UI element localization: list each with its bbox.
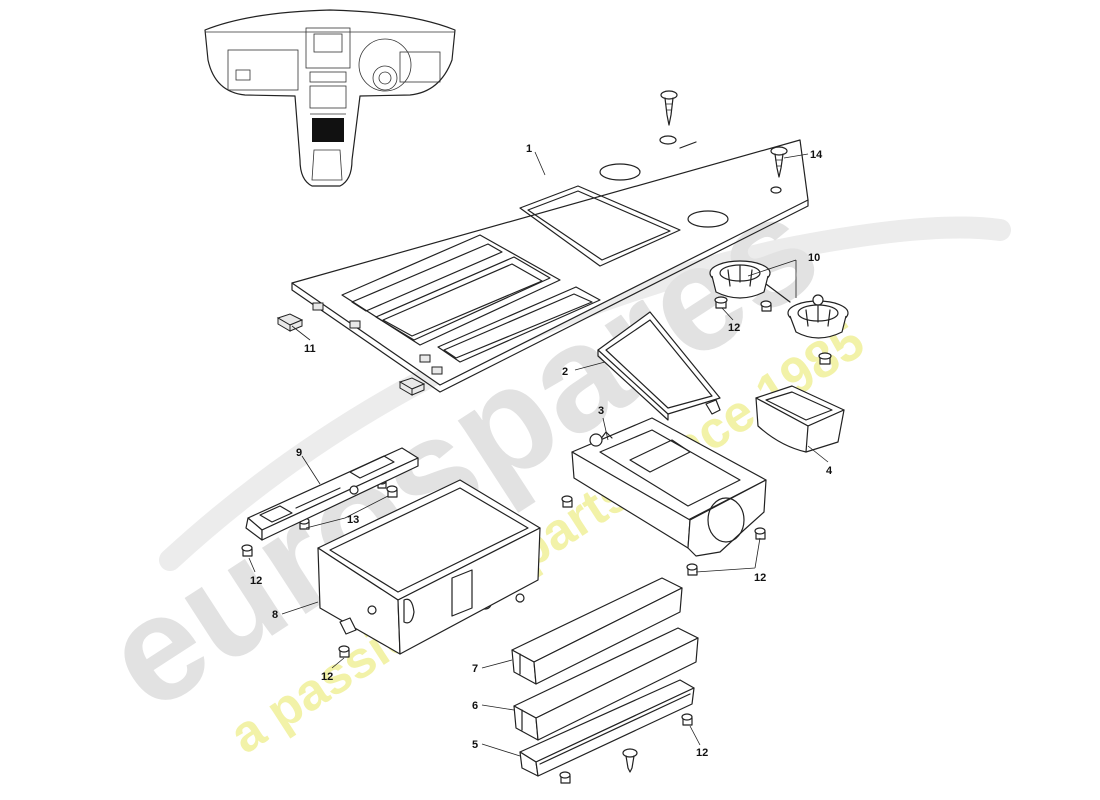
part-1-top-panel	[291, 135, 809, 393]
screw-icon	[622, 748, 638, 773]
clip-icon	[338, 645, 350, 658]
part-10-cup-holders	[709, 260, 849, 339]
callout-6: 6	[472, 700, 478, 712]
callout-5: 5	[472, 739, 478, 751]
locator-highlight	[312, 118, 344, 142]
callout-labels: 1 2 3 4 5 6 7 8 9 10 11 12 12 12 12 12 1…	[250, 143, 833, 759]
dashboard-locator-icon	[204, 9, 456, 187]
clip-icon	[686, 563, 698, 576]
callout-3: 3	[598, 405, 604, 417]
part-7-rail	[511, 577, 683, 685]
part-2-tray	[597, 311, 721, 421]
part-9-trim-bar	[245, 447, 419, 541]
clip-icon	[386, 485, 398, 498]
clip-icon	[760, 300, 772, 312]
callout-12-bin: 12	[321, 671, 333, 683]
callout-9: 9	[296, 447, 302, 459]
screw-icon	[770, 146, 788, 178]
callout-7: 7	[472, 663, 478, 675]
part-4-pocket	[755, 385, 845, 453]
callout-13: 13	[347, 514, 359, 526]
callout-8: 8	[272, 609, 278, 621]
callout-12-rail: 12	[696, 747, 708, 759]
part-8-storage-bin	[317, 479, 541, 655]
leader-lines	[248, 151, 829, 757]
part-5-rail	[519, 679, 695, 777]
callout-4: 4	[826, 465, 833, 477]
callout-12-housing: 12	[754, 572, 766, 584]
callout-12-trim: 12	[250, 575, 262, 587]
clip-icon	[754, 527, 766, 540]
screw-icon	[660, 90, 678, 126]
part-6-rail	[513, 627, 699, 741]
clip-icon	[561, 495, 573, 508]
watermark-swoosh	[159, 216, 1011, 571]
part-11-pads	[276, 313, 426, 396]
callout-10: 10	[808, 252, 820, 264]
callout-11: 11	[304, 343, 316, 355]
clip-icon	[714, 296, 728, 309]
callout-2: 2	[562, 366, 568, 378]
clip-icon	[681, 713, 693, 726]
callout-1: 1	[526, 143, 532, 155]
clip-icon	[559, 771, 571, 784]
callout-12-cupholder: 12	[728, 322, 740, 334]
clip-icon	[818, 352, 832, 365]
clip-icon	[241, 544, 253, 557]
callout-14: 14	[810, 149, 823, 161]
part-3-housing	[571, 417, 767, 557]
